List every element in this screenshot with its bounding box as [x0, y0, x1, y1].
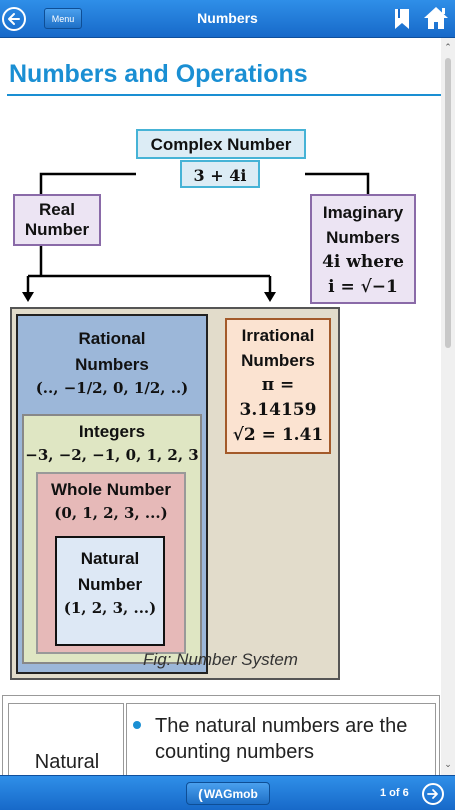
natural-line2: Number: [77, 574, 143, 594]
bullet-icon: [133, 721, 141, 729]
scrollbar-thumb[interactable]: [445, 58, 451, 348]
integers-example: −3, −2, −1, 0, 1, 2, 3: [25, 445, 199, 464]
content-area: Numbers and Operations Complex Number 3 …: [0, 38, 441, 775]
imaginary-line1: Imaginary: [322, 203, 404, 222]
bullet-text: The natural numbers are the counting num…: [155, 715, 408, 763]
definitions-table: Natural The natural numbers are the coun…: [2, 695, 440, 775]
irrational-line4: 3.14159: [239, 399, 317, 420]
complex-number-label: Complex Number: [150, 135, 292, 154]
menu-button[interactable]: Menu: [44, 8, 82, 29]
figure-caption: Fig: Number System: [143, 650, 298, 669]
rational-line2: Numbers: [75, 354, 149, 374]
natural-number-box: Natural Number (1, 2, 3, ...): [55, 536, 165, 646]
scroll-up-arrow-icon[interactable]: ⌃: [444, 42, 452, 52]
imaginary-line4: i = √−1: [328, 276, 398, 297]
rational-line1: Rational: [78, 329, 146, 348]
irrational-line2: Numbers: [241, 350, 315, 370]
natural-example: (1, 2, 3, ...): [63, 599, 157, 617]
irrational-numbers-box: Irrational Numbers π = 3.14159 √2 = 1.41: [225, 318, 331, 454]
bookmark-icon: [395, 9, 409, 29]
number-system-diagram: Complex Number 3 + 4i Real Number Imagin…: [0, 124, 441, 684]
page-indicator: 1 of 6: [380, 787, 409, 799]
top-bar: Menu Numbers: [0, 0, 455, 38]
home-icon: [424, 7, 448, 29]
integers-label: Integers: [78, 422, 146, 441]
table-row-content-cell: The natural numbers are the counting num…: [126, 703, 436, 775]
vertical-scrollbar[interactable]: ⌃ ⌄: [441, 38, 455, 775]
brand-logo-icon: (: [198, 785, 203, 802]
next-arrow-icon: [427, 789, 438, 799]
complex-example-text: 3 + 4i: [193, 166, 247, 185]
brand-button[interactable]: ( WAGmob: [186, 782, 270, 805]
heading-divider: [7, 94, 441, 96]
whole-number-example: (0, 1, 2, 3, ...): [54, 503, 168, 522]
bookmark-button[interactable]: [392, 8, 412, 30]
row-label: Natural: [34, 751, 100, 773]
imaginary-numbers-box: Imaginary Numbers 4i where i = √−1: [310, 194, 416, 304]
back-arrow-icon: [8, 13, 20, 25]
complex-number-example: 3 + 4i: [180, 160, 260, 188]
irrational-line3: π =: [261, 375, 295, 396]
table-row-label-cell: Natural: [8, 703, 124, 775]
scroll-down-arrow-icon[interactable]: ⌄: [444, 759, 452, 769]
home-button[interactable]: [422, 5, 450, 31]
real-number-line2: Number: [24, 220, 90, 240]
complex-number-box: Complex Number: [136, 129, 306, 159]
diagram-connectors: [22, 172, 370, 302]
natural-line1: Natural: [80, 549, 140, 568]
bottom-bar: ( WAGmob 1 of 6: [0, 775, 455, 810]
real-number-box: Real Number: [13, 194, 101, 246]
irrational-line1: Irrational: [241, 326, 315, 345]
imaginary-line2: Numbers: [326, 227, 400, 247]
real-number-line1: Real: [39, 200, 75, 219]
next-page-button[interactable]: [422, 783, 444, 805]
imaginary-line3: 4i where: [322, 252, 404, 273]
irrational-line5: √2 = 1.41: [232, 424, 324, 445]
rational-example: (.., −1/2, 0, 1/2, ..): [35, 379, 189, 397]
section-heading: Numbers and Operations: [9, 60, 308, 88]
back-button[interactable]: [2, 7, 26, 31]
whole-number-label: Whole Number: [51, 480, 171, 499]
brand-label: WAGmob: [203, 786, 258, 801]
rational-numbers-label: Rational Numbers (.., −1/2, 0, 1/2, ..): [16, 326, 208, 400]
